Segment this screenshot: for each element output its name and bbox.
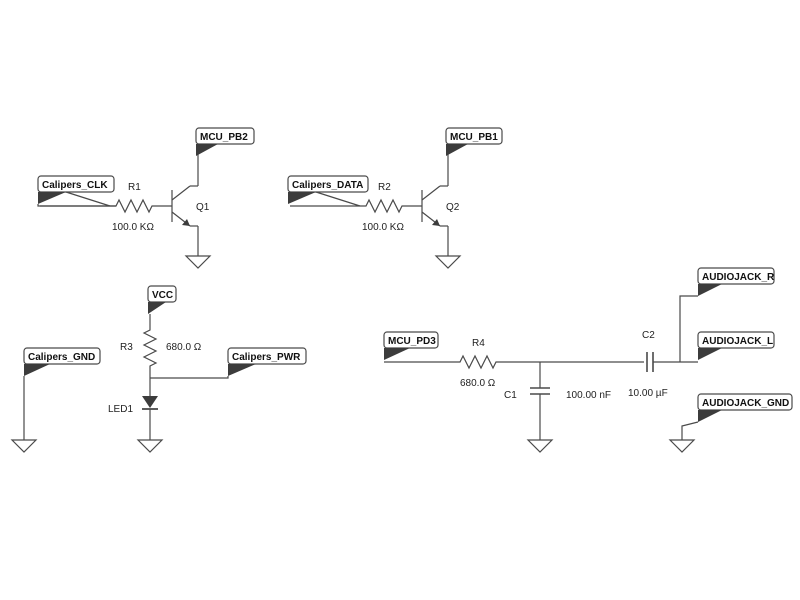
ground-symbol: [434, 252, 462, 269]
wire: [65, 191, 111, 207]
r3-ref: R3: [120, 342, 133, 353]
q2-ref: Q2: [446, 202, 460, 213]
ground-symbol: [10, 439, 38, 453]
net-label-mcu-pb2[interactable]: MCU_PB2: [195, 127, 255, 156]
led1-ref: LED1: [108, 404, 133, 415]
net-label-mcu-pb1[interactable]: MCU_PB1: [445, 127, 503, 156]
led-circuit: VCC R3 680.0 Ω Calipers_PWR LED1: [108, 285, 307, 453]
wire: [150, 376, 229, 379]
ground-symbol: [136, 439, 164, 453]
r4-ref: R4: [472, 338, 485, 349]
net-label-text: Calipers_CLK: [42, 180, 108, 191]
ground-symbol: [668, 439, 696, 453]
net-label-audiojack-gnd[interactable]: AUDIOJACK_GND: [697, 393, 793, 422]
net-label-text: Calipers_DATA: [292, 180, 363, 191]
wire: [315, 191, 361, 207]
net-label-text: Calipers_PWR: [232, 352, 301, 363]
net-label-audiojack-r[interactable]: AUDIOJACK_R: [697, 267, 775, 296]
c1-ref: C1: [504, 390, 517, 401]
net-label-calipers-data[interactable]: Calipers_DATA: [287, 175, 369, 204]
transistor-q2-symbol[interactable]: [421, 148, 449, 252]
net-label-mcu-pd3[interactable]: MCU_PD3: [383, 331, 439, 360]
c2-value: 10.00 µF: [628, 388, 668, 399]
net-label-text: AUDIOJACK_L: [702, 336, 773, 347]
resistor-r1-symbol[interactable]: [40, 198, 172, 214]
capacitor-c2-symbol[interactable]: [646, 352, 680, 372]
net-label-text: AUDIOJACK_R: [702, 272, 775, 283]
net-label-text: Calipers_GND: [28, 352, 95, 363]
net-label-calipers-pwr[interactable]: Calipers_PWR: [227, 347, 307, 376]
q1-circuit: Calipers_CLK R1 100.0 KΩ Q1 MCU_PB2: [37, 127, 255, 269]
capacitor-c1-symbol[interactable]: [530, 362, 550, 440]
r1-value: 100.0 KΩ: [112, 222, 154, 233]
transistor-q1-symbol[interactable]: [171, 148, 199, 252]
r3-value: 680.0 Ω: [166, 342, 202, 353]
ground-symbol: [526, 439, 554, 453]
net-label-text: MCU_PD3: [388, 336, 436, 347]
r2-ref: R2: [378, 182, 391, 193]
wire: [681, 421, 699, 440]
net-label-calipers-clk[interactable]: Calipers_CLK: [37, 175, 115, 204]
audio-circuit: MCU_PD3 R4 680.0 Ω C1 100.00 nF C2 10.00…: [383, 267, 793, 453]
q2-circuit: Calipers_DATA R2 100.0 KΩ Q2 MCU_PB1: [287, 127, 503, 269]
net-label-text: AUDIOJACK_GND: [702, 398, 789, 409]
net-label-vcc[interactable]: VCC: [147, 285, 177, 314]
led-led1-symbol[interactable]: [142, 378, 158, 440]
r2-value: 100.0 KΩ: [362, 222, 404, 233]
c1-value: 100.00 nF: [566, 390, 611, 401]
resistor-r2-symbol[interactable]: [290, 198, 422, 214]
r4-value: 680.0 Ω: [460, 378, 496, 389]
resistor-r4-symbol[interactable]: [384, 354, 644, 370]
net-label-text: VCC: [152, 290, 173, 301]
c2-ref: C2: [642, 330, 655, 341]
net-label-text: MCU_PB1: [450, 132, 498, 143]
net-label-text: MCU_PB2: [200, 132, 248, 143]
ground-symbol: [184, 252, 212, 269]
wire: [679, 295, 698, 362]
q1-ref: Q1: [196, 202, 210, 213]
net-label-calipers-gnd[interactable]: Calipers_GND: [23, 347, 101, 376]
resistor-r3-symbol[interactable]: [142, 314, 158, 378]
calipers-gnd-circuit: Calipers_GND: [10, 347, 101, 453]
r1-ref: R1: [128, 182, 141, 193]
net-label-audiojack-l[interactable]: AUDIOJACK_L: [697, 331, 775, 360]
